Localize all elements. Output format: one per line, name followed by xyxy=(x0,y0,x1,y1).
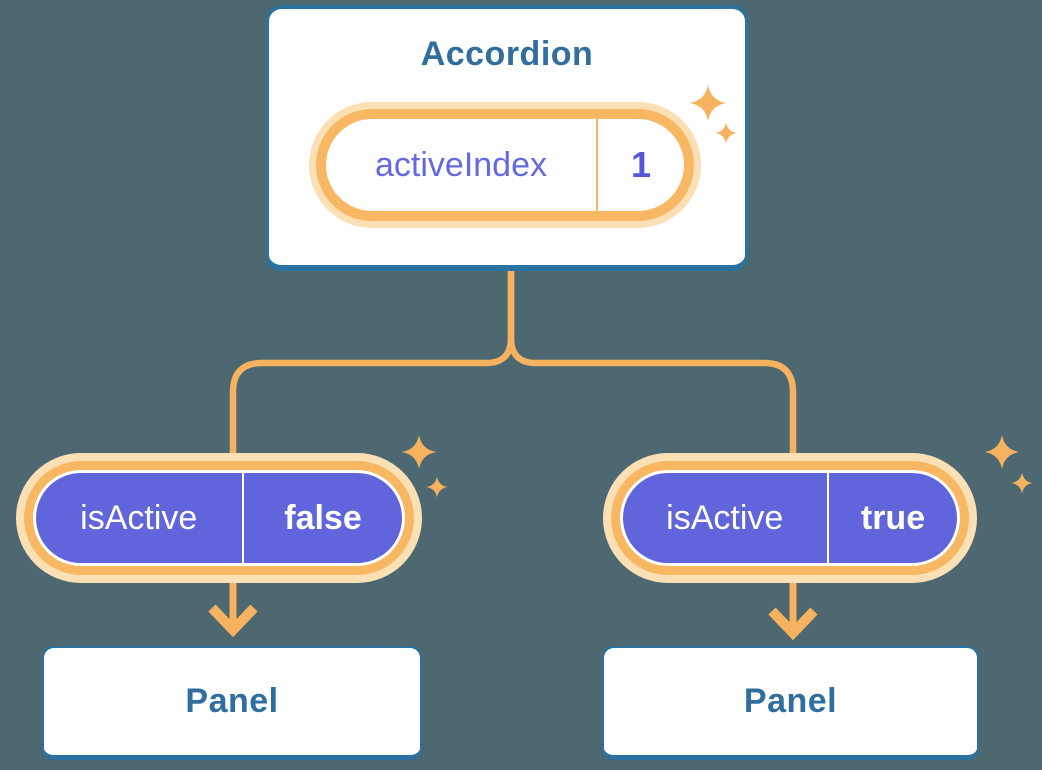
branch-line-left xyxy=(229,271,515,459)
prop-value-left: false xyxy=(284,498,362,537)
prop-pill-right: isActive true xyxy=(620,470,960,566)
prop-pill-left: isActive false xyxy=(33,470,405,566)
panel-card-left: Panel xyxy=(42,646,422,760)
state-label: activeIndex xyxy=(375,145,547,184)
sparkle-icon xyxy=(401,434,437,470)
sparkle-icon xyxy=(426,476,448,498)
prop-pill-divider-left xyxy=(241,473,244,563)
arrow-head-right xyxy=(768,607,818,641)
sparkle-icon xyxy=(984,434,1020,470)
arrow-head-left xyxy=(208,604,258,638)
prop-pill-divider-right xyxy=(826,473,829,563)
accordion-card: Accordion activeIndex 1 xyxy=(266,5,748,271)
prop-label-left: isActive xyxy=(80,498,198,537)
sparkle-icon xyxy=(1011,472,1033,494)
state-pill: activeIndex 1 xyxy=(316,109,694,221)
state-pill-divider xyxy=(596,119,598,211)
sparkle-icon xyxy=(715,122,737,144)
branch-line-right xyxy=(507,271,797,459)
prop-value-right: true xyxy=(860,498,926,537)
sparkle-icon xyxy=(689,84,727,122)
accordion-title: Accordion xyxy=(420,35,594,73)
prop-label-right: isActive xyxy=(666,498,784,537)
panel-card-right: Panel xyxy=(602,646,979,760)
state-value: 1 xyxy=(630,144,652,185)
